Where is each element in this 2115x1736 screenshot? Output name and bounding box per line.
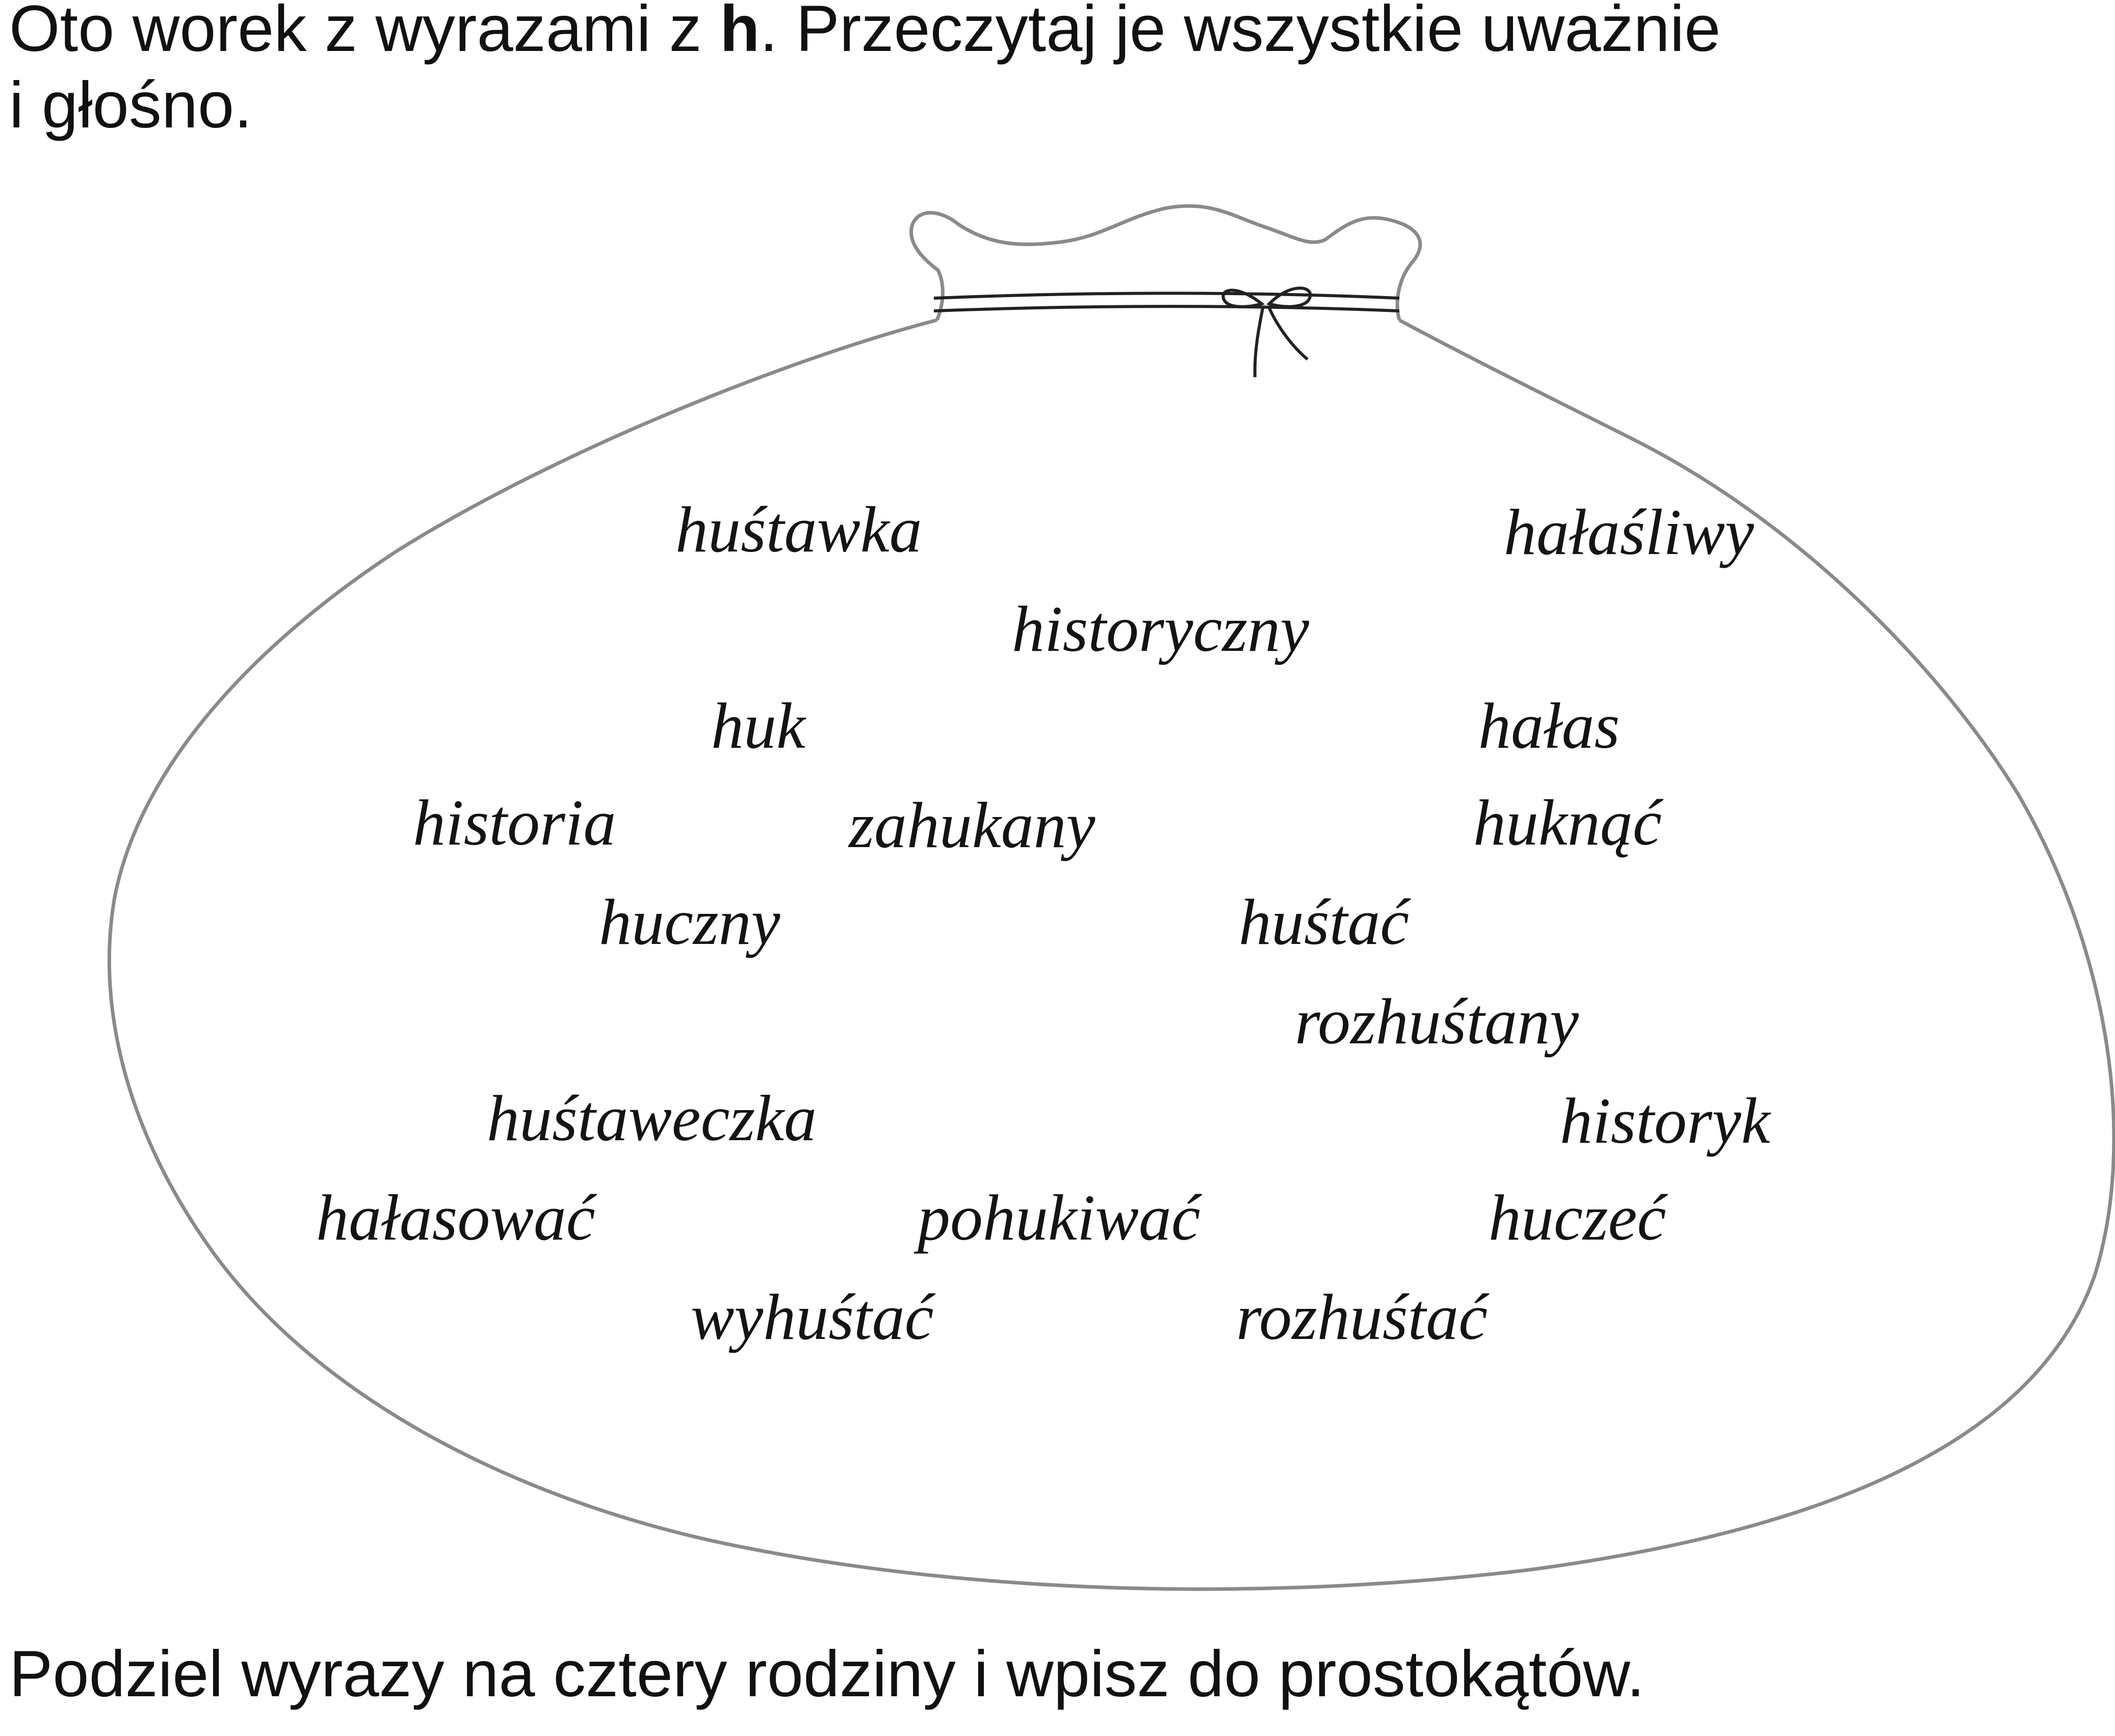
word-item: hałasować <box>316 1181 595 1254</box>
word-item: huśtać <box>1239 886 1409 958</box>
sack-body-outline <box>107 318 2115 1591</box>
word-item: hałaśliwy <box>1504 496 1754 568</box>
word-item: huśtaweczka <box>487 1082 817 1154</box>
instruction-bold-letter: h <box>720 0 760 65</box>
instruction-top: Oto worek z wyrazami z h. Przeczytaj je … <box>9 0 1720 144</box>
word-item: rozhuśtać <box>1236 1281 1488 1353</box>
word-item: hałas <box>1478 690 1620 762</box>
drawstring-line-2 <box>933 305 1400 312</box>
instruction-top-line2: i głośno. <box>9 68 252 142</box>
drawstring-line-1 <box>933 292 1400 300</box>
word-item: zahukany <box>849 789 1095 861</box>
word-item: huk <box>711 690 805 762</box>
word-item: rozhuśtany <box>1295 985 1579 1058</box>
bow-knot-icon <box>1221 286 1312 378</box>
instruction-top-part1: Oto worek z wyrazami z <box>9 0 720 65</box>
word-item: pohukiwać <box>918 1181 1200 1254</box>
word-item: wyhuśtać <box>691 1281 934 1353</box>
instruction-bottom: Podziel wyrazy na cztery rodziny i wpisz… <box>9 1638 1645 1711</box>
instruction-top-part2: . Przeczytaj je wszystkie uważnie <box>760 0 1721 65</box>
word-item: historyk <box>1560 1085 1770 1157</box>
word-item: huczny <box>599 886 780 958</box>
word-item: historyczny <box>1012 593 1309 665</box>
word-item: historia <box>413 786 616 859</box>
word-item: huśtawka <box>675 493 922 566</box>
word-item: huczeć <box>1489 1181 1666 1254</box>
word-item: huknąć <box>1473 786 1662 859</box>
sack-top-outline <box>909 204 1422 321</box>
